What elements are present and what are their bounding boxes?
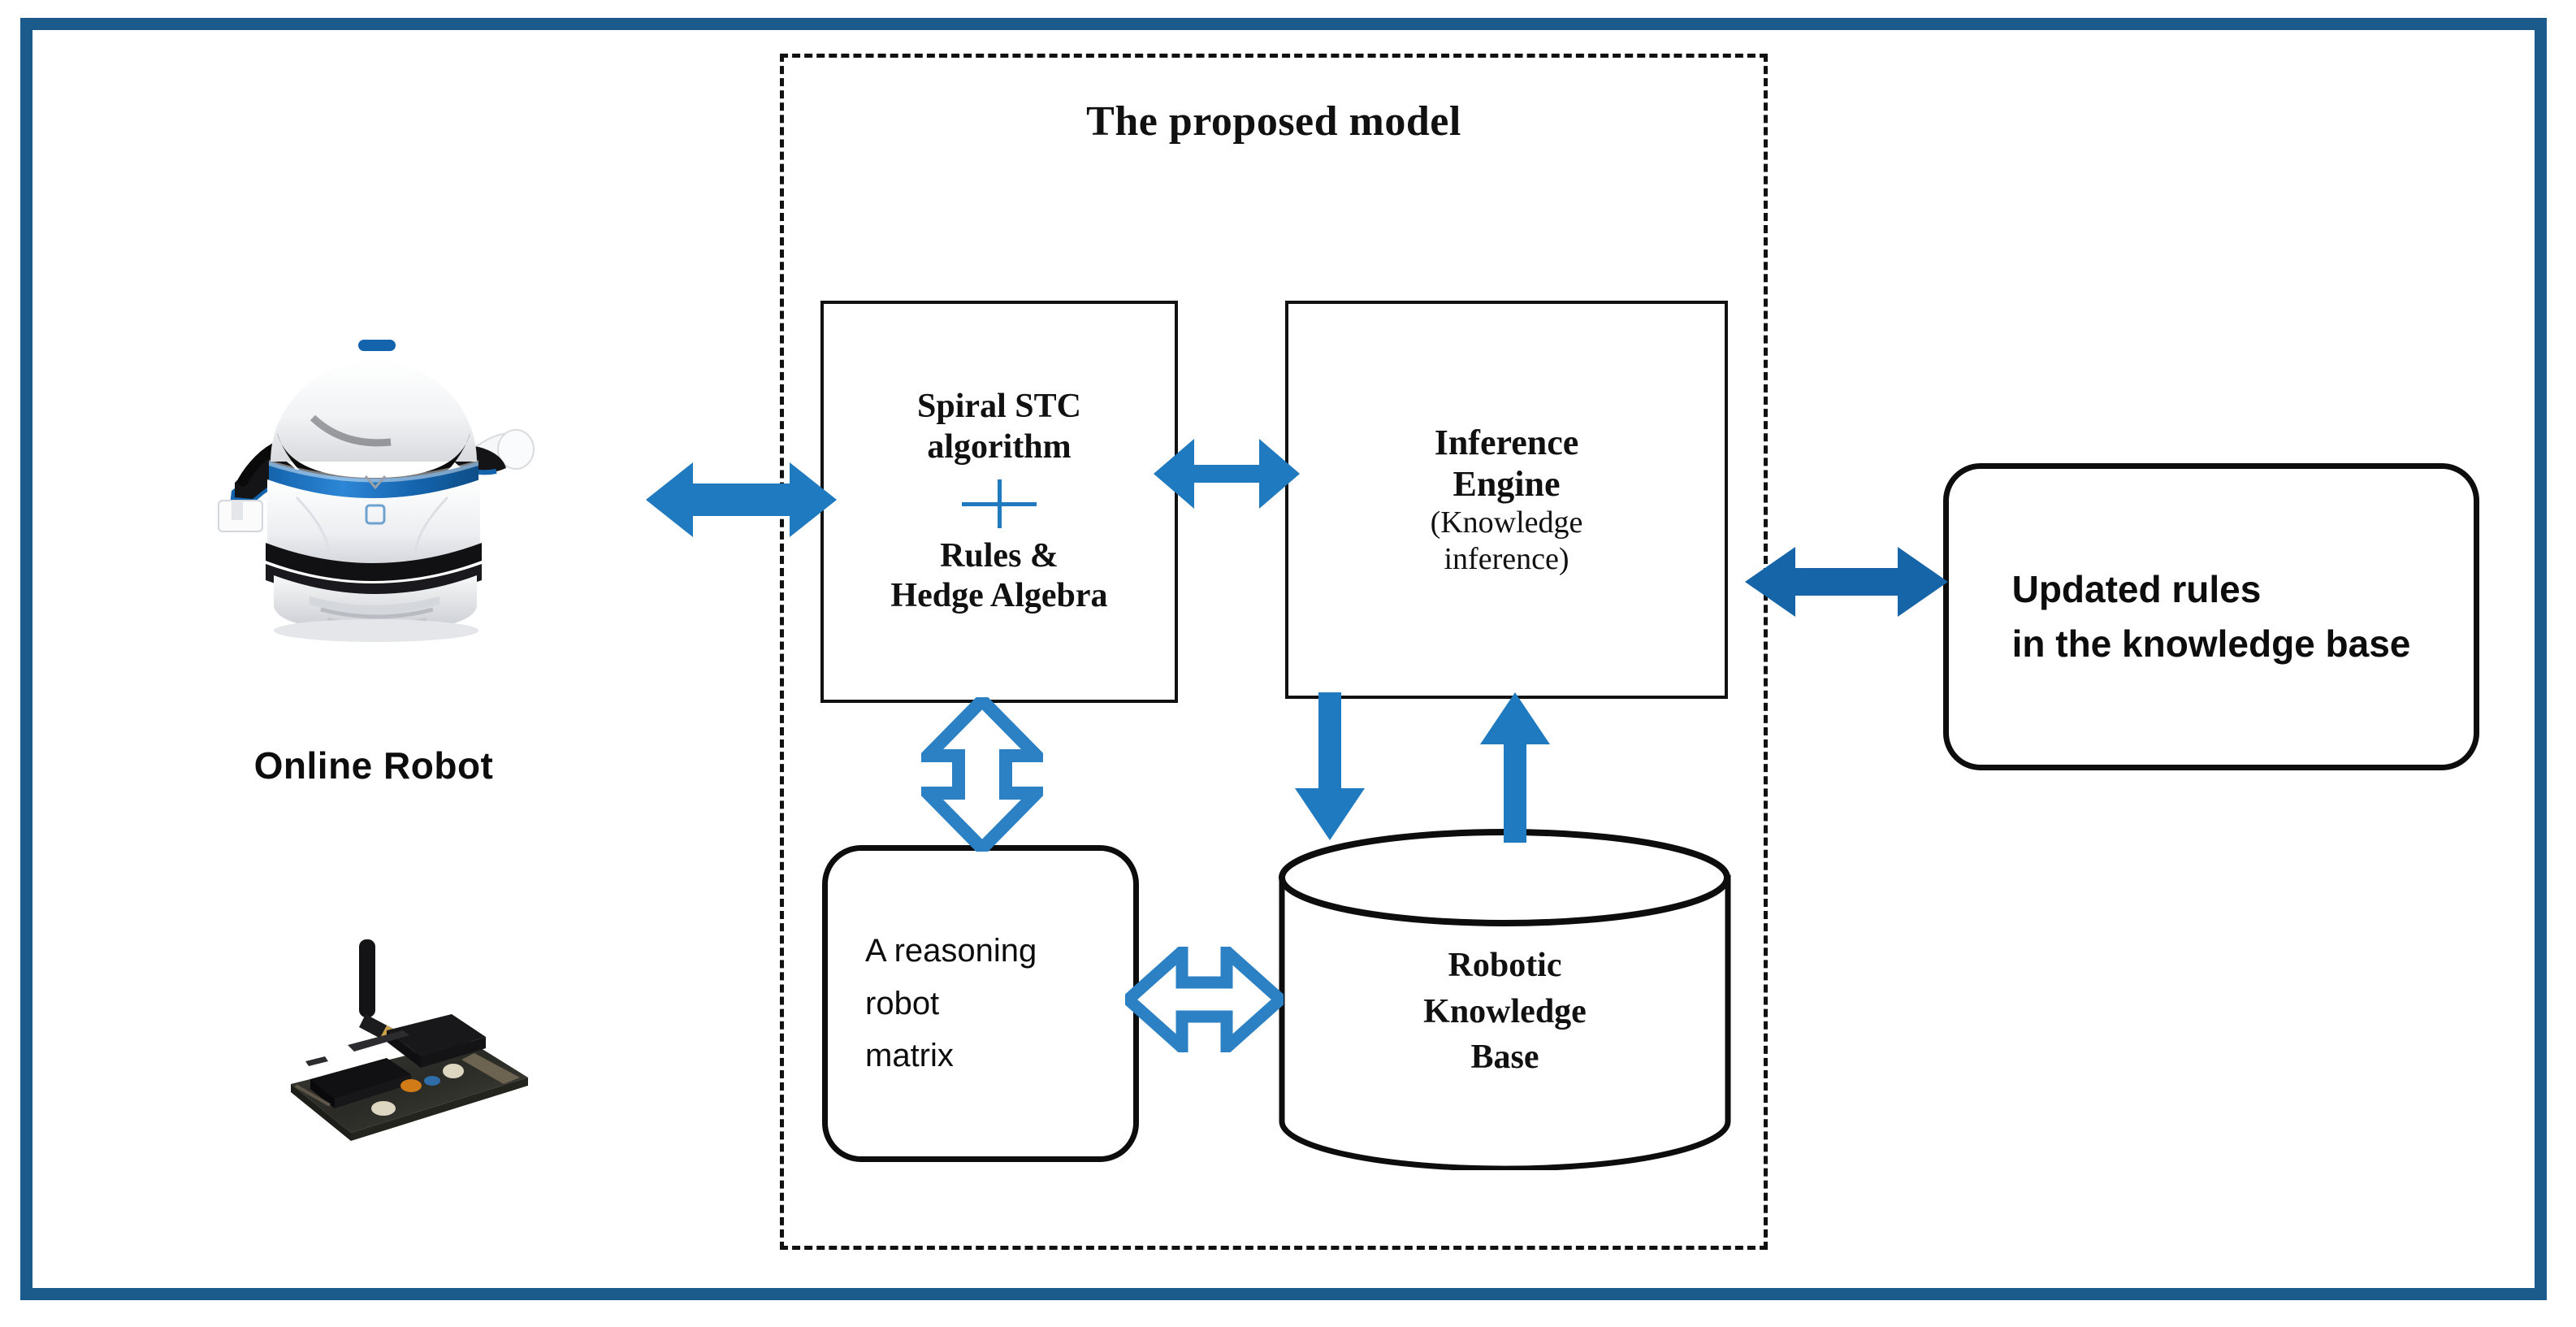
online-robot-label: Online Robot <box>253 744 494 787</box>
arrow-stc-to-matrix-icon <box>921 697 1043 852</box>
reasoning-robot-matrix-box[interactable]: A reasoning robot matrix <box>822 845 1139 1162</box>
spiral-stc-text: Spiral STC algorithm Rules & Hedge Algeb… <box>824 387 1175 616</box>
updated-line-2: in the knowledge base <box>2011 622 2411 665</box>
plus-sign-icon <box>962 479 1037 528</box>
matrix-line-1: A reasoning <box>865 932 1037 969</box>
kb-line-1: Robotic <box>1448 947 1562 984</box>
arrow-engine-to-knowledge-base-icon <box>1293 692 1366 843</box>
engine-line-4: inference) <box>1444 542 1569 577</box>
arrow-engine-to-updated-rules-icon <box>1745 532 1948 631</box>
robot-vacuum-icon <box>199 317 548 658</box>
kb-line-3: Base <box>1470 1039 1539 1077</box>
proposed-model-container <box>780 54 1768 1250</box>
spiral-stc-box[interactable]: Spiral STC algorithm Rules & Hedge Algeb… <box>820 301 1178 703</box>
engine-line-2: Engine <box>1453 464 1561 505</box>
stc-line-4: Hedge Algebra <box>890 577 1108 615</box>
stc-line-3: Rules & <box>940 536 1059 575</box>
kb-line-2: Knowledge <box>1423 992 1587 1030</box>
robotic-knowledge-base-label: Robotic Knowledge Base <box>1275 943 1734 1081</box>
inference-engine-box[interactable]: Inference Engine (Knowledge inference) <box>1285 301 1728 699</box>
arrow-matrix-to-knowledge-base-icon <box>1125 947 1284 1052</box>
reasoning-matrix-text: A reasoning robot matrix <box>828 925 1037 1082</box>
updated-rules-text: Updated rules in the knowledge base <box>2012 562 2411 670</box>
stc-line-2: algorithm <box>927 427 1072 466</box>
matrix-line-2: robot <box>865 985 940 1021</box>
arrow-knowledge-base-to-engine-icon <box>1478 692 1552 843</box>
inference-engine-text: Inference Engine (Knowledge inference) <box>1288 422 1725 578</box>
stc-line-1: Spiral STC <box>917 388 1081 426</box>
updated-line-1: Updated rules <box>2011 568 2262 611</box>
engine-line-3: (Knowledge <box>1430 505 1583 540</box>
updated-rules-box[interactable]: Updated rules in the knowledge base <box>1943 463 2479 770</box>
matrix-line-3: matrix <box>865 1038 954 1074</box>
engine-line-1: Inference <box>1434 423 1579 463</box>
wireless-circuit-board-icon <box>260 926 552 1178</box>
arrow-stc-to-engine-icon <box>1154 429 1300 518</box>
proposed-model-title: The proposed model <box>1086 98 1461 145</box>
arrow-robot-to-stc-icon <box>646 451 837 549</box>
robotic-knowledge-base-cylinder[interactable] <box>1275 829 1734 1170</box>
